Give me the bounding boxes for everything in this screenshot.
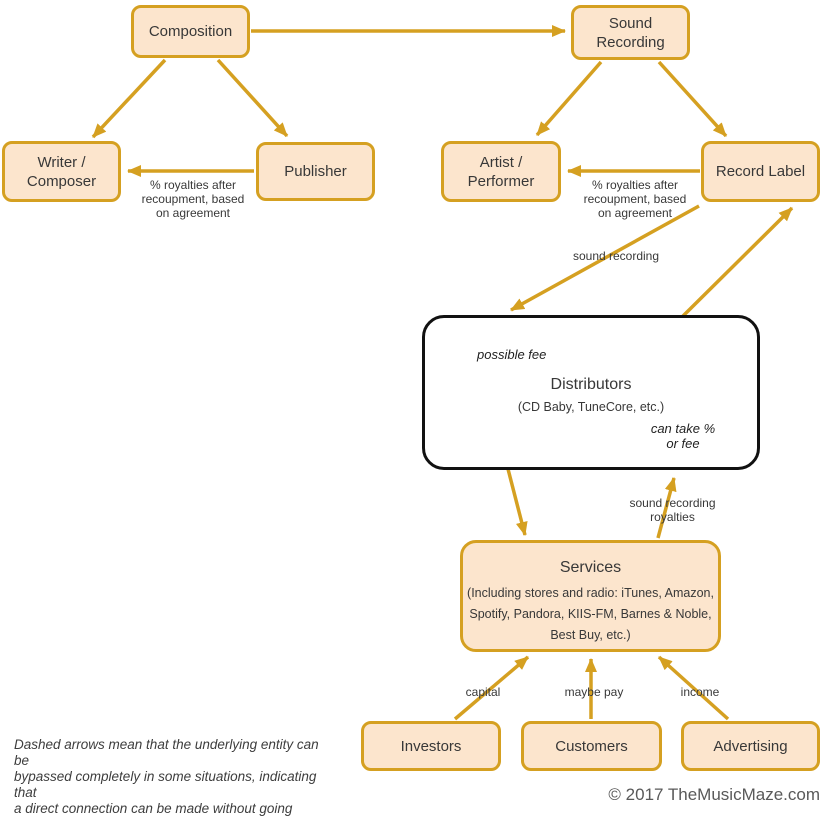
label-royalties-label-to-artist: % royalties after recoupment, based on a… (583, 178, 687, 220)
distributors-title: Distributors (550, 376, 632, 393)
arrow-advertising-to-services (657, 655, 730, 721)
label-possible-fee: possible fee (477, 347, 547, 362)
label-sound-recording: sound recording (572, 249, 660, 263)
arrow-sound-recording-to-artist-performer (535, 60, 603, 137)
arrow-sound-recording-to-record-label (657, 60, 728, 138)
node-record-label: Record Label (701, 141, 820, 202)
label-can-take-fee: can take % or fee (650, 421, 716, 451)
arrow-services-to-distributors (656, 477, 677, 539)
label-capital: capital (465, 685, 501, 699)
distributors-subtitle: (CD Baby, TuneCore, etc.) (517, 400, 665, 414)
node-customers: Customers (521, 721, 662, 771)
services-title: Services (559, 559, 622, 576)
label-income: income (680, 685, 720, 699)
node-publisher: Publisher (256, 142, 375, 201)
dashed-arrows-explanation-note: Dashed arrows mean that the underlying e… (14, 737, 319, 816)
node-artist-performer: Artist / Performer (441, 141, 561, 202)
arrow-record-label-to-distributors (510, 204, 700, 312)
node-services: Services (Including stores and radio: iT… (460, 540, 721, 652)
services-subtitle: (Including stores and radio: iTunes, Ama… (467, 586, 714, 642)
arrow-composition-to-writer-composer (91, 58, 167, 139)
label-royalties-publisher-to-writer: % royalties after recoupment, based on a… (141, 178, 245, 220)
arrow-investors-to-services (453, 655, 530, 721)
node-composition: Composition (131, 5, 250, 58)
copyright-text: © 2017 TheMusicMaze.com (608, 785, 820, 804)
label-maybe-pay: maybe pay (564, 685, 624, 699)
node-advertising: Advertising (681, 721, 820, 771)
arrow-distributors-to-record-label (680, 206, 794, 319)
label-sound-recording-royalties: sound recording royalties (629, 496, 716, 524)
arrow-distributors-to-services (506, 468, 528, 536)
node-distributors: Distributors (CD Baby, TuneCore, etc.) p… (422, 315, 760, 470)
node-sound-recording: Sound Recording (571, 5, 690, 60)
node-investors: Investors (361, 721, 501, 771)
arrow-composition-to-publisher (216, 58, 289, 138)
node-writer-composer: Writer / Composer (2, 141, 121, 202)
